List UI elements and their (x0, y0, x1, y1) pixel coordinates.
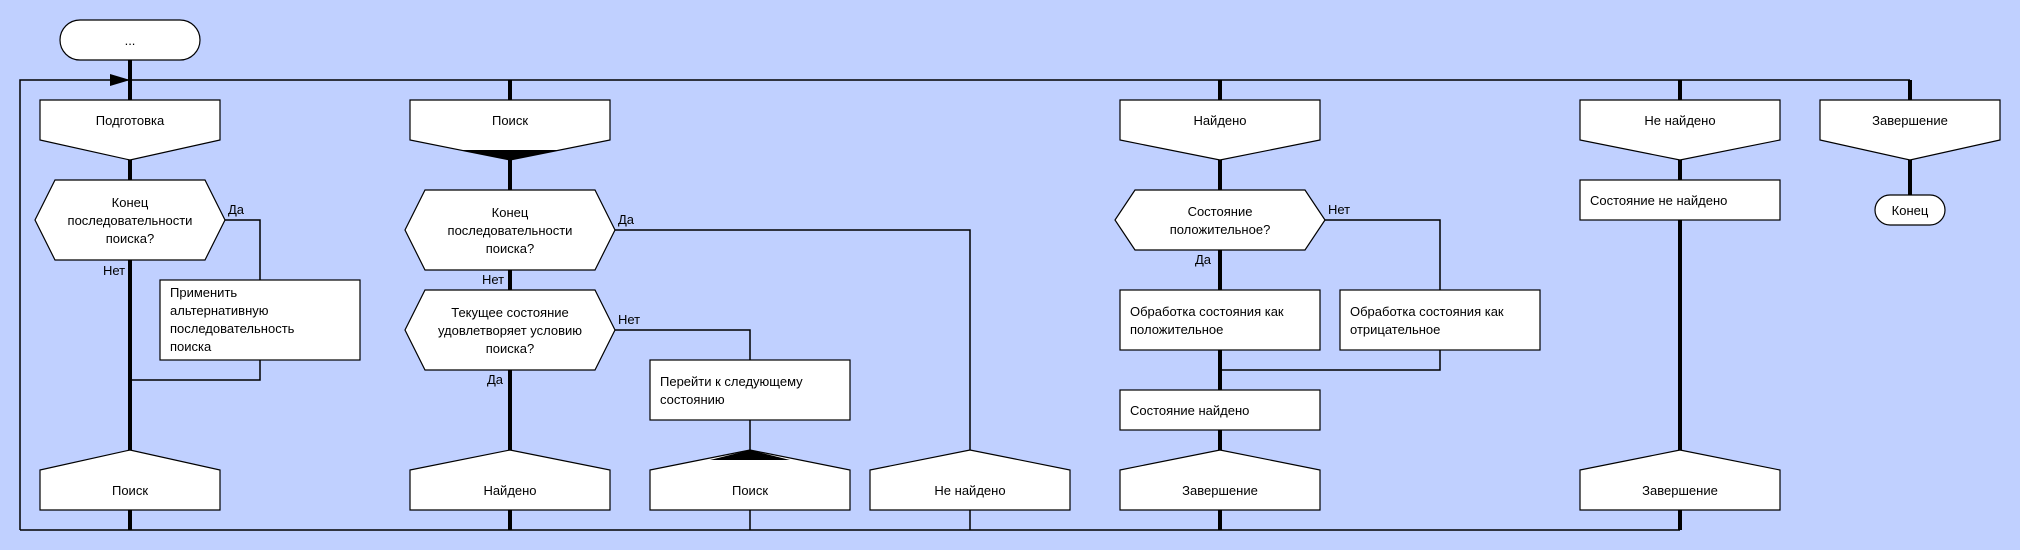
branch-address-label: Завершение (1182, 483, 1258, 498)
no-branch-line (615, 329, 751, 360)
process-handle-negative[interactable] (1339, 289, 1541, 351)
branch-header-label: Найдено (1193, 113, 1246, 128)
no-label: Нет (1328, 202, 1350, 217)
process-next-state[interactable] (649, 359, 851, 421)
branch-address-label: Найдено (483, 483, 536, 498)
loop-frame-top (19, 79, 1910, 530)
end-terminal[interactable] (1874, 194, 1946, 226)
no-label: Нет (482, 272, 504, 287)
branch-header-podgotovka[interactable] (39, 99, 221, 161)
process-apply-alternative[interactable] (159, 279, 361, 361)
process-handle-positive[interactable] (1119, 289, 1321, 351)
loop-arrow-icon (110, 74, 130, 86)
decision-end-of-sequence-1[interactable] (34, 179, 226, 261)
branch-header-label: Завершение (1872, 113, 1948, 128)
yes-label: Да (618, 212, 635, 227)
branch-address-naydeno[interactable] (409, 449, 611, 511)
branch-header-zavershenie[interactable] (1819, 99, 2001, 161)
decision-state-matches[interactable] (404, 289, 616, 371)
branch-address-label: Завершение (1642, 483, 1718, 498)
process-state-not-found[interactable] (1579, 179, 1781, 221)
branch-header-label: Подготовка (96, 113, 165, 128)
branch-address-label: Поиск (732, 483, 768, 498)
start-terminal[interactable] (59, 19, 201, 61)
yes-label: Да (1195, 252, 1212, 267)
branch-address-label: Поиск (112, 483, 148, 498)
yes-label: Да (228, 202, 245, 217)
process-state-found[interactable] (1119, 389, 1321, 431)
branch-address-marker-icon (710, 450, 790, 460)
branch-address-ne-naydeno[interactable] (869, 449, 1071, 511)
branch-header-naydeno[interactable] (1119, 99, 1321, 161)
process-text: Состояние не найдено (1590, 193, 1727, 208)
merge-line (1220, 350, 1441, 371)
branch-header-ne-naydeno[interactable] (1579, 99, 1781, 161)
branch-address-zavershenie-1[interactable] (1119, 449, 1321, 511)
end-label: Конец (1892, 203, 1929, 218)
yes-branch-line (615, 229, 971, 450)
branch-address-label: Не найдено (934, 483, 1005, 498)
branch-address-poisk-2[interactable] (649, 449, 851, 511)
branch-header-label: Поиск (492, 113, 528, 128)
decision-state-positive[interactable] (1114, 189, 1326, 251)
process-text: Состояние найдено (1130, 403, 1249, 418)
yes-label: Да (487, 372, 504, 387)
branch-header-marker-icon (460, 150, 560, 160)
branch-address-poisk-1[interactable] (39, 449, 221, 511)
decision-end-of-sequence-2[interactable] (404, 189, 616, 271)
no-label: Нет (618, 312, 640, 327)
no-branch-line (1325, 219, 1441, 290)
no-label: Нет (103, 263, 125, 278)
branch-header-label: Не найдено (1644, 113, 1715, 128)
branch-address-zavershenie-2[interactable] (1579, 449, 1781, 511)
start-label: ... (125, 33, 136, 48)
